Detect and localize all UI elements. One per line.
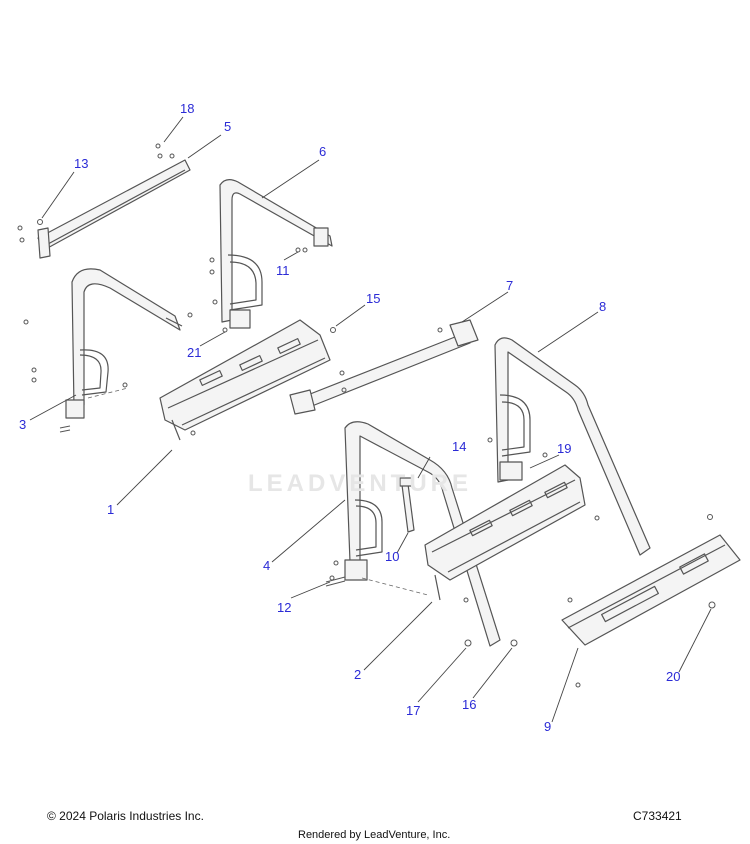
callout-11[interactable]: 11 [276, 263, 290, 278]
rendered-by-text: Rendered by LeadVenture, Inc. [298, 829, 451, 841]
callout-1[interactable]: 1 [107, 502, 115, 517]
callout-18[interactable]: 18 [180, 101, 195, 116]
part-4-upright [344, 421, 501, 647]
callout-5[interactable]: 5 [224, 119, 232, 134]
callout-10[interactable]: 10 [385, 549, 400, 564]
callout-20[interactable]: 20 [666, 669, 681, 684]
callout-21[interactable]: 21 [187, 345, 202, 360]
callout-2[interactable]: 2 [354, 667, 362, 682]
callout-19[interactable]: 19 [557, 441, 572, 456]
part-1-bed-rail [159, 319, 331, 441]
callout-9[interactable]: 9 [544, 719, 552, 734]
part-5-rail [37, 159, 191, 259]
callout-12[interactable]: 12 [277, 600, 292, 615]
part-3-upright [65, 268, 183, 419]
callout-13[interactable]: 13 [74, 156, 89, 171]
watermark-text: LEADVENTURE [248, 470, 473, 497]
callout-14[interactable]: 14 [452, 439, 467, 454]
part-6-frame [219, 179, 333, 329]
part-8-upright [494, 337, 651, 556]
part-2-bed-rail [424, 464, 586, 601]
callout-16[interactable]: 16 [462, 697, 477, 712]
copyright-text: © 2024 Polaris Industries Inc. [47, 809, 204, 823]
callout-8[interactable]: 8 [599, 299, 607, 314]
callout-4[interactable]: 4 [263, 558, 271, 573]
callout-3[interactable]: 3 [19, 417, 27, 432]
part-10-strap [399, 477, 415, 533]
diagram-code: C733421 [633, 809, 682, 823]
part-9-panel [561, 534, 741, 646]
callout-17[interactable]: 17 [406, 703, 421, 718]
leader-lines [29, 116, 712, 723]
callout-15[interactable]: 15 [366, 291, 381, 306]
hardware [17, 143, 716, 688]
callout-6[interactable]: 6 [319, 144, 327, 159]
callout-7[interactable]: 7 [506, 278, 514, 293]
